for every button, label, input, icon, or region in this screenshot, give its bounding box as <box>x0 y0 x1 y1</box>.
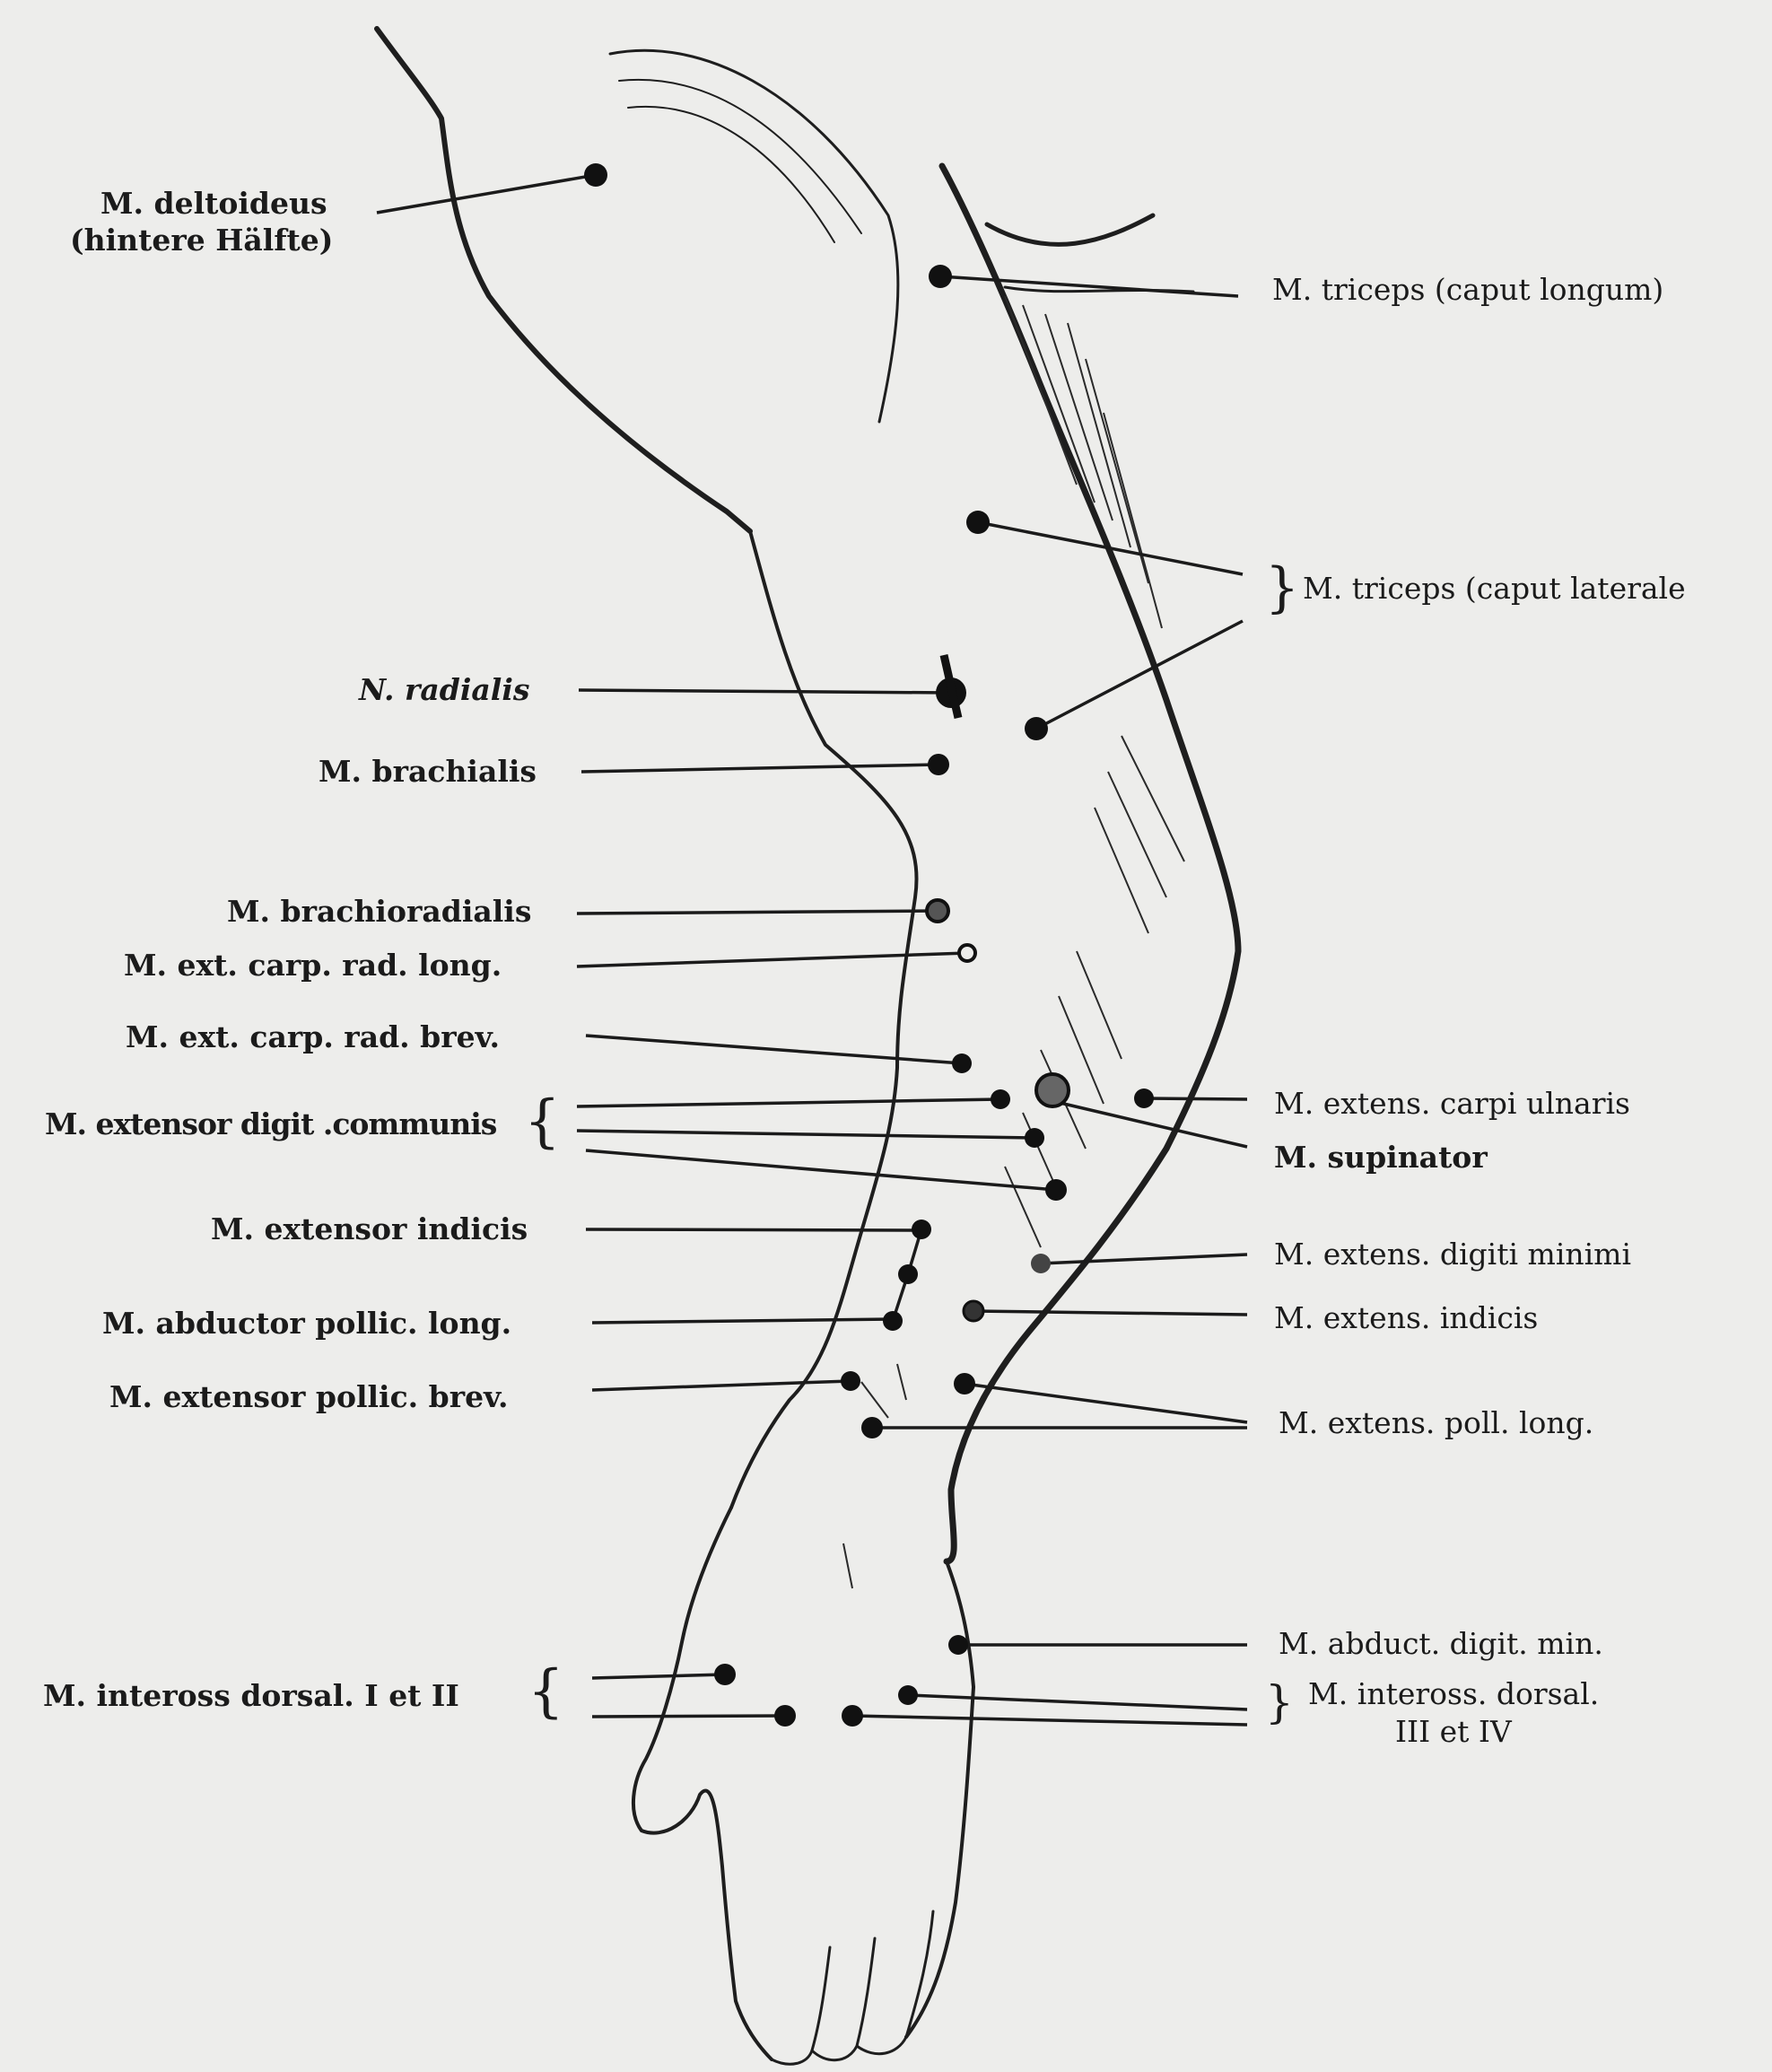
label-ext-poll-long: M. extens. poll. long. <box>1279 1405 1593 1441</box>
point-inteross-2 <box>774 1705 796 1727</box>
hatching <box>843 296 1184 1588</box>
point-ext-indicis-right <box>964 1301 983 1321</box>
label-ext-indicis-left: M. extensor indicis <box>211 1211 528 1247</box>
point-ext-carp-rad-long <box>959 945 975 961</box>
point-ext-indicis-mid <box>898 1264 918 1284</box>
label-inteross-right-sub: III et IV <box>1395 1714 1512 1750</box>
label-ext-pollic-brev: M. extensor pollic. brev. <box>109 1379 508 1415</box>
leader-lines <box>377 175 1247 1725</box>
point-ext-pollic-brev <box>841 1371 860 1391</box>
brace-inteross-left: { <box>528 1663 564 1720</box>
point-deltoideus <box>584 163 607 187</box>
point-triceps-longum <box>929 265 952 288</box>
point-triceps-laterale-1 <box>966 511 990 534</box>
label-triceps-laterale: M. triceps (caput laterale <box>1303 571 1686 607</box>
label-ext-carp-rad-long: M. ext. carp. rad. long. <box>124 948 502 984</box>
label-deltoideus-sub: (hintere Hälfte) <box>70 223 333 258</box>
label-abduct-digit-min: M. abduct. digit. min. <box>1279 1626 1603 1662</box>
label-supinator: M. supinator <box>1274 1140 1488 1176</box>
point-inteross-1 <box>714 1664 736 1685</box>
label-brachioradialis: M. brachioradialis <box>227 894 531 930</box>
point-inteross-4 <box>898 1685 918 1705</box>
label-ext-digiti-minimi: M. extens. digiti minimi <box>1274 1237 1631 1272</box>
point-ext-digit-communis-3 <box>1045 1179 1067 1201</box>
point-ext-carp-rad-brev <box>952 1053 972 1073</box>
label-abd-pollic-long: M. abductor pollic. long. <box>102 1306 511 1342</box>
point-brachialis <box>928 754 949 775</box>
label-inteross-left: M. inteross dorsal. I et II <box>43 1678 459 1714</box>
point-inteross-3 <box>842 1705 863 1727</box>
label-ext-digit-communis: M. extensor digit .communis <box>45 1106 496 1142</box>
label-n-radialis: N. radialis <box>359 672 529 708</box>
brace-inteross-right: } <box>1265 1680 1294 1725</box>
point-abd-pollic-long <box>883 1311 903 1331</box>
motor-points <box>584 163 1154 1727</box>
label-ext-carp-rad-brev: M. ext. carp. rad. brev. <box>126 1019 500 1055</box>
arm-outline <box>377 29 1238 2064</box>
point-ext-digit-communis-2 <box>1025 1128 1044 1148</box>
brace-triceps-laterale: } <box>1265 561 1299 615</box>
point-ext-digiti-minimi <box>1031 1254 1051 1273</box>
point-ext-indicis-left <box>912 1220 931 1239</box>
point-ext-digit-communis-1 <box>991 1089 1010 1109</box>
label-ext-indicis-right: M. extens. indicis <box>1274 1300 1538 1336</box>
point-abduct-digit-min <box>948 1635 968 1655</box>
label-triceps-longum: M. triceps (caput longum) <box>1272 272 1663 308</box>
point-supinator <box>1036 1074 1069 1106</box>
point-ext-poll-long-1 <box>954 1373 975 1394</box>
label-ext-carpi-ulnaris: M. extens. carpi ulnaris <box>1274 1086 1630 1122</box>
brace-ext-digit-communis: { <box>524 1093 561 1150</box>
label-deltoideus: M. deltoideus <box>100 186 327 222</box>
point-ext-poll-long-2 <box>861 1417 883 1438</box>
label-brachialis: M. brachialis <box>319 754 537 790</box>
point-brachioradialis <box>927 900 948 922</box>
point-ext-carpi-ulnaris <box>1134 1088 1154 1108</box>
label-inteross-right: M. inteross. dorsal. <box>1308 1676 1599 1712</box>
point-triceps-laterale-2 <box>1025 717 1048 740</box>
